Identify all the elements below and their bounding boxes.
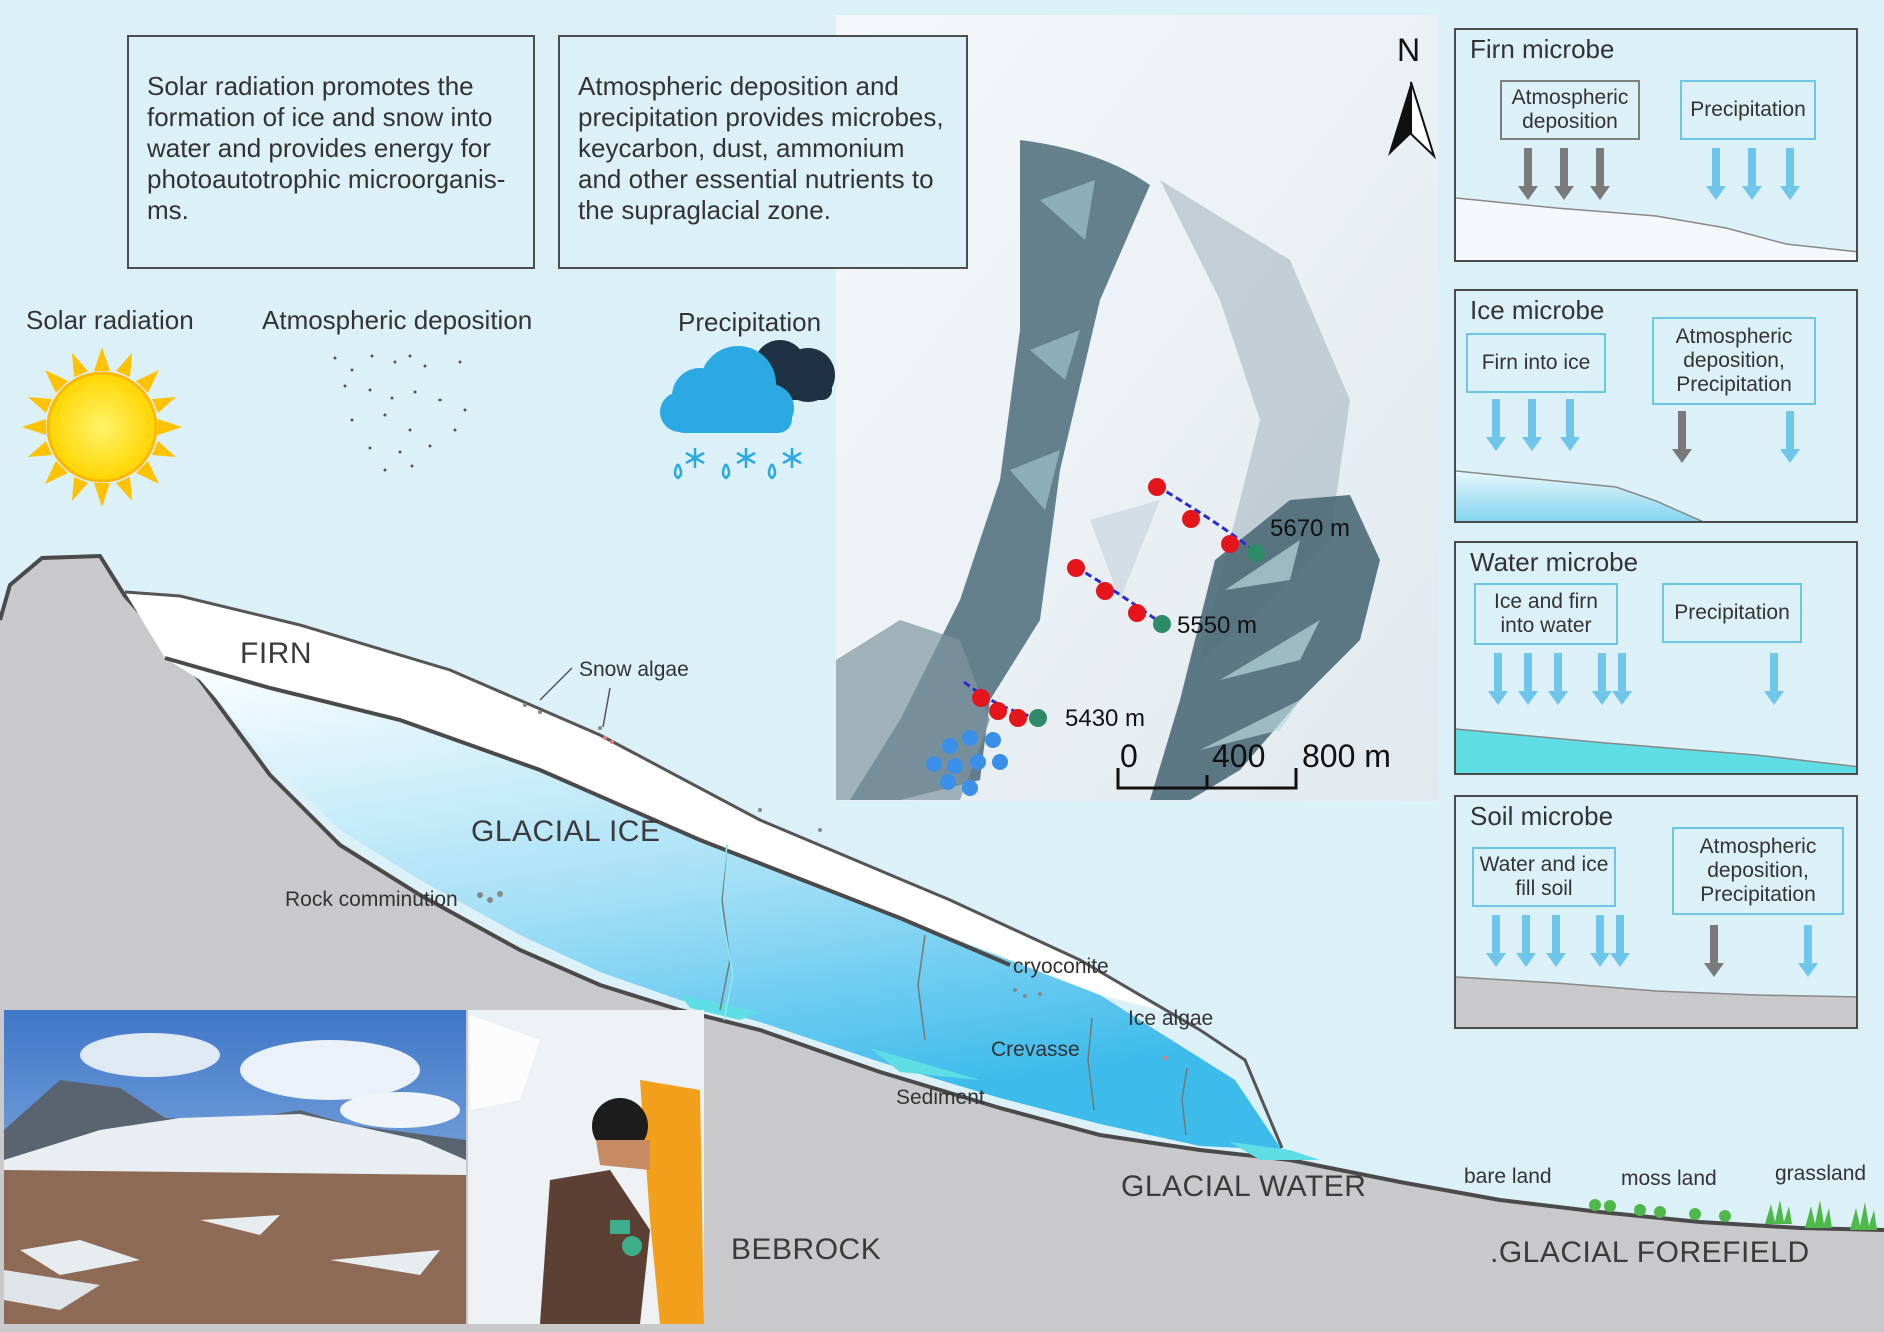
firn-arrows (1456, 148, 1856, 260)
sampling-sites-blue (926, 730, 1008, 796)
glacier-surface-line (124, 590, 1284, 1149)
box-line: Atmospheric (1511, 86, 1629, 109)
box-line: Precipitation (1674, 601, 1790, 624)
solar-info-line: formation of ice and snow into (147, 102, 493, 132)
ice-algae-label: Ice algae (1128, 1007, 1214, 1030)
elevation-label: 5670 m (1270, 515, 1351, 542)
sediment-label: Sediment (896, 1086, 985, 1109)
precipitation-box: Precipitation (1680, 80, 1816, 140)
panel-title: Soil microbe (1470, 801, 1614, 831)
atmos-info-line: keycarbon, dust, ammonium (578, 133, 905, 163)
precipitation-box: Precipitation (1662, 583, 1802, 643)
box-line: deposition (1522, 110, 1618, 133)
box-line: deposition, (1707, 859, 1809, 882)
scale-label: 0 (1120, 738, 1138, 774)
firn-label: FIRN (240, 637, 312, 670)
crevasse-lines (719, 844, 1188, 1136)
box-line: Atmospheric (1699, 835, 1817, 858)
panel-title: Firn microbe (1470, 34, 1615, 64)
glacier-landscape-photo (4, 1010, 466, 1324)
rock-comminution-label: Rock comminution (285, 888, 458, 911)
solar-info-line: water and provides energy for (147, 133, 491, 163)
glacial-ice-label: GLACIAL ICE (471, 815, 661, 848)
precipitation-cloud-icon (660, 340, 835, 480)
box-line: Precipitation (1690, 98, 1806, 121)
box-line: Atmospheric (1675, 325, 1793, 348)
solar-info-line: ms. (147, 195, 189, 225)
water-arrows (1456, 653, 1856, 773)
moss-land-label: moss land (1621, 1167, 1717, 1190)
glacial-water-label: GLACIAL WATER (1121, 1170, 1367, 1203)
panel-title: Ice microbe (1470, 295, 1605, 325)
bare-land-label: bare land (1464, 1165, 1552, 1188)
atmos-info-line: the supraglacial zone. (578, 195, 831, 225)
cryoconite-label: cryoconite (1013, 955, 1109, 978)
sun-icon (22, 347, 182, 507)
firn-into-ice-box: Firn into ice (1466, 333, 1606, 393)
atmospheric-dust-icon (333, 354, 467, 472)
vegetation (1589, 1199, 1877, 1230)
sampling-sites-red (972, 478, 1239, 727)
box-line: Precipitation (1676, 373, 1792, 396)
ice-arrows (1456, 399, 1800, 521)
atmospheric-deposition-heading: Atmospheric deposition (262, 305, 533, 335)
sampling-sites-green (1029, 544, 1265, 727)
box-line: Firn into ice (1481, 351, 1591, 374)
atmos-info-line: and other essential nutrients to (578, 164, 934, 194)
box-line: Ice and firn (1494, 590, 1598, 613)
north-arrow-icon (1388, 81, 1437, 160)
atmos-info-line: precipitation provides microbes, (578, 102, 944, 132)
crevasse-label: Crevasse (991, 1038, 1080, 1061)
firn-ice-boundary (164, 656, 1011, 967)
atmos-info-box: Atmospheric deposition and precipitation… (558, 35, 968, 269)
glacial-ice-body (165, 658, 1282, 1150)
sampling-photo (468, 1010, 704, 1324)
solar-info-box: Solar radiation promotes the formation o… (127, 35, 535, 269)
solar-info-line: Solar radiation promotes the (147, 71, 474, 101)
solar-info-line: photoautotrophic microorganis- (147, 164, 506, 194)
box-line: fill soil (1515, 877, 1573, 900)
north-label: N (1397, 32, 1421, 68)
precipitation-heading: Precipitation (678, 307, 822, 337)
box-line: Water and ice (1479, 853, 1609, 876)
box-line: deposition, (1683, 349, 1785, 372)
panel-title: Water microbe (1470, 547, 1639, 577)
satellite-map (836, 15, 1438, 801)
solar-radiation-heading: Solar radiation (26, 305, 194, 335)
glacial-forefield-label: .GLACIAL FOREFIELD (1490, 1236, 1810, 1269)
bedrock-label: BEBROCK (731, 1233, 882, 1266)
scale-label: 400 (1212, 738, 1266, 774)
firn-layer (125, 592, 1160, 1010)
snow-algae-label: Snow algae (579, 658, 689, 681)
box-line: Precipitation (1700, 883, 1816, 906)
elevation-label: 5550 m (1177, 612, 1258, 639)
scale-bar (1116, 768, 1298, 790)
atmos-info-line: Atmospheric deposition and (578, 71, 899, 101)
scale-label: 800 m (1302, 738, 1391, 774)
soil-arrows (1456, 915, 1856, 1027)
grassland-label: grassland (1775, 1162, 1867, 1185)
elevation-label: 5430 m (1065, 705, 1146, 732)
box-line: into water (1500, 614, 1592, 637)
